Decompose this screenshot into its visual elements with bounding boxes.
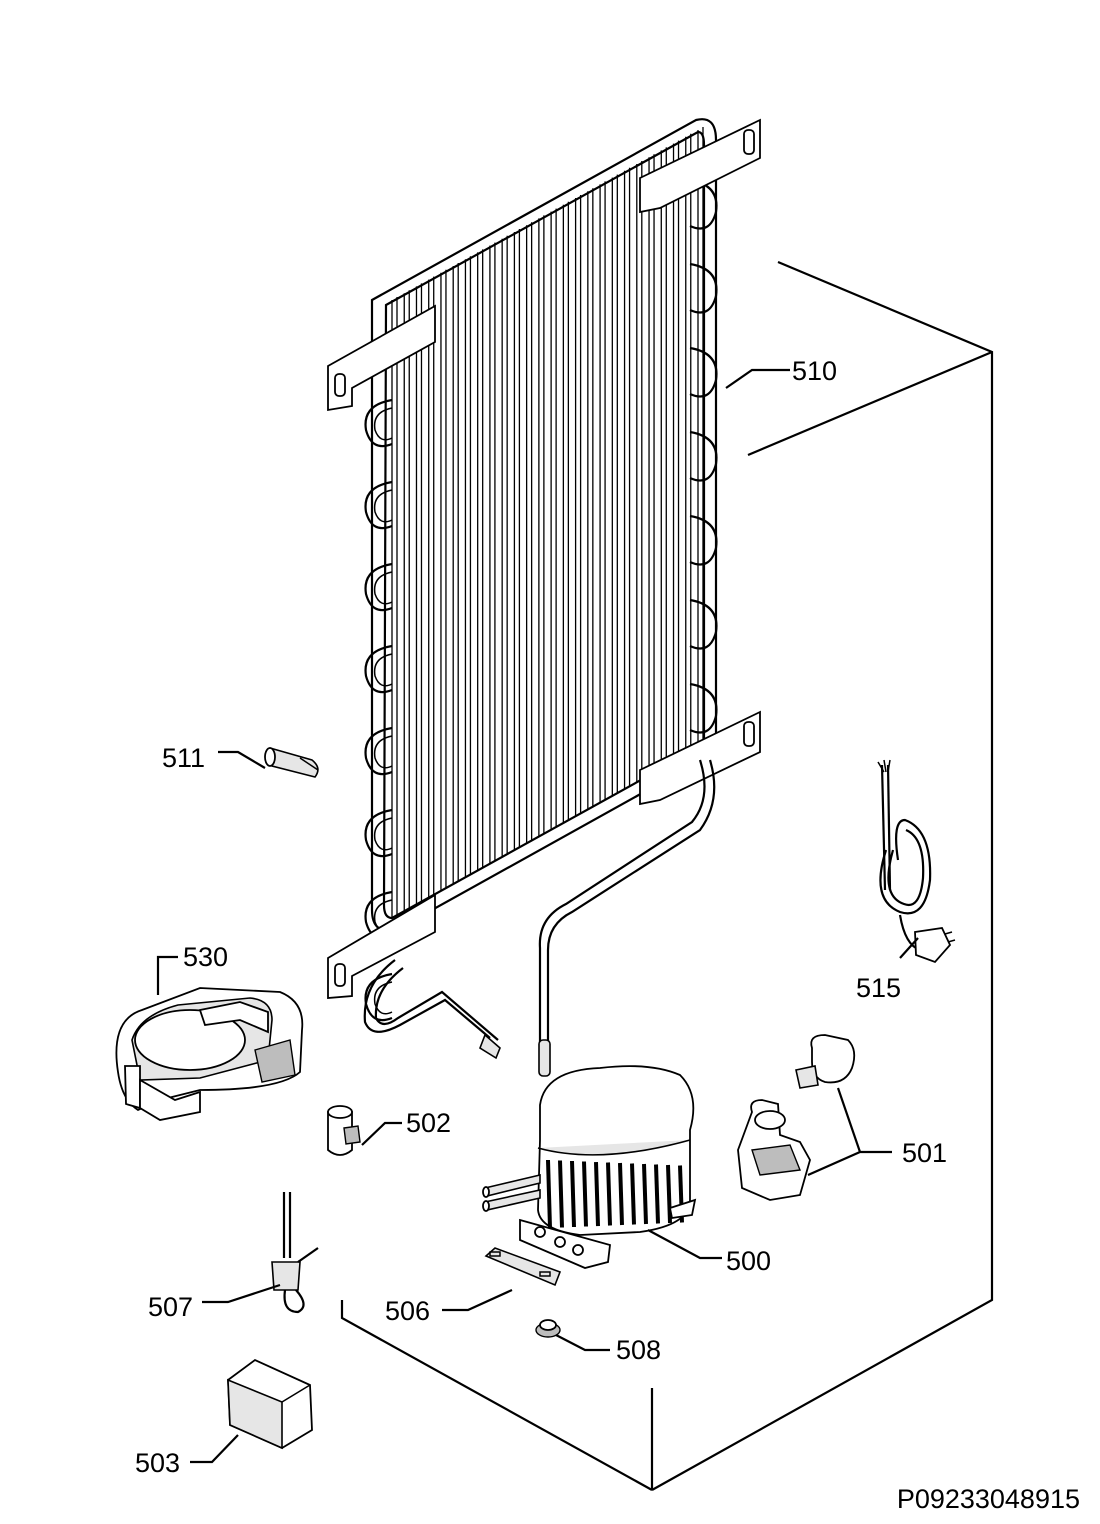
part-508-grommet [535,1319,561,1338]
part-507-filter-drier [271,1192,319,1314]
label-502: 502 [406,1108,451,1138]
label-508: 508 [616,1335,661,1365]
part-labels: 510 511 530 515 502 501 500 507 506 508 … [135,356,947,1478]
label-506: 506 [385,1296,430,1326]
label-503: 503 [135,1448,180,1478]
label-500: 500 [726,1246,771,1276]
part-530-drip-tray [115,987,304,1121]
label-507: 507 [148,1292,193,1322]
condenser-coil [327,118,761,1077]
label-510: 510 [792,356,837,386]
part-511-sleeve [264,747,319,778]
label-511: 511 [162,743,205,773]
part-501-relay-overload [737,1034,856,1201]
part-503-box [227,1358,313,1450]
part-506-plate [484,1247,562,1287]
cabinet-outline [340,260,994,1491]
document-code: P09233048915 [897,1484,1080,1514]
part-515-power-cord [877,759,956,964]
label-530: 530 [183,942,228,972]
label-515: 515 [856,973,901,1003]
label-501: 501 [902,1138,947,1168]
part-500-compressor [482,1065,697,1269]
part-502-capacitor [327,1105,361,1156]
leader-lines [156,368,919,1464]
